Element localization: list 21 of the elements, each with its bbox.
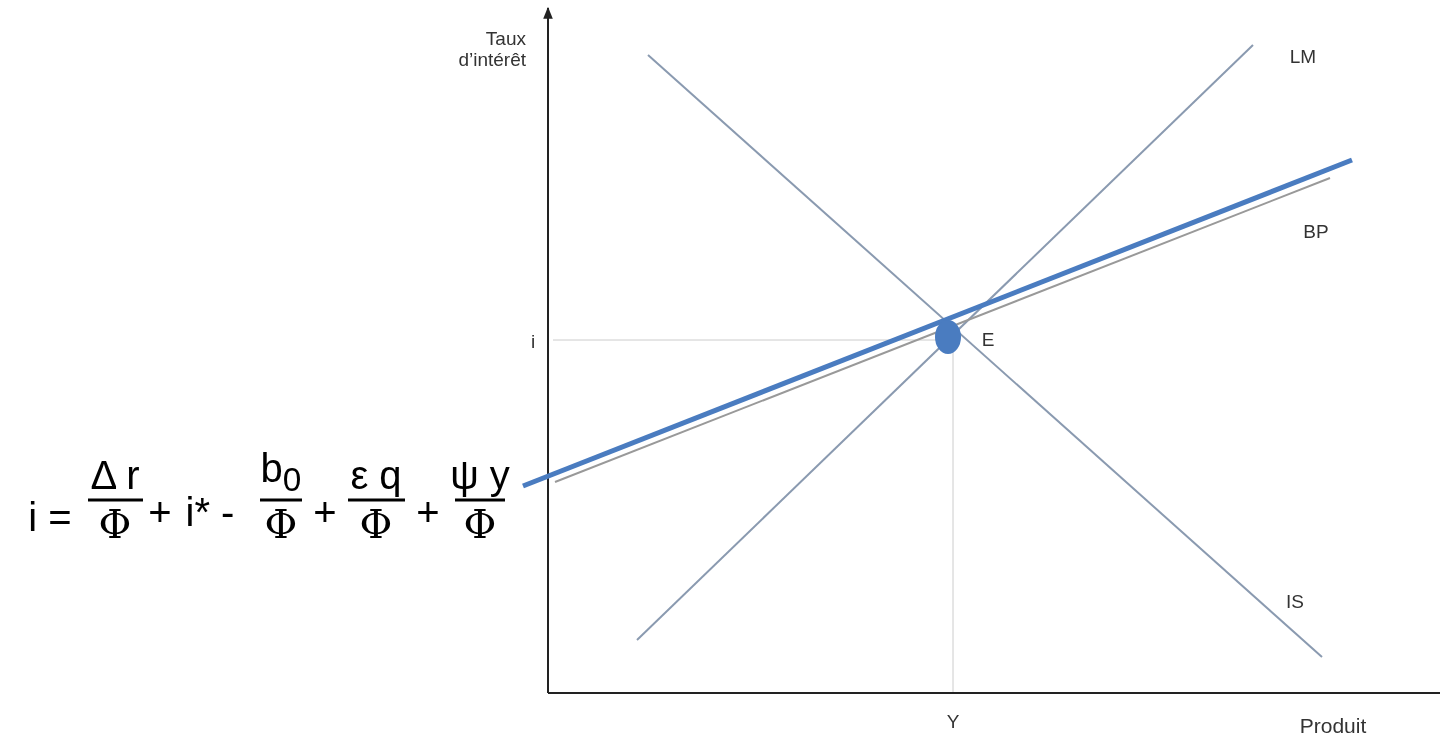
formula-operator: +: [313, 490, 337, 534]
formula-denominator: Φ: [463, 502, 497, 546]
formula-denominator: Φ: [264, 502, 298, 546]
axis-tick-label: i: [530, 331, 536, 353]
formula-term: i* -: [185, 490, 235, 534]
curve-label: IS: [1286, 591, 1304, 613]
formula-numerator: Δ r: [90, 453, 140, 497]
formula-denominator: Φ: [98, 502, 132, 546]
curve-label: LM: [1289, 46, 1317, 68]
formula-numerator: ψ y: [450, 453, 510, 497]
point-label: E: [981, 329, 995, 351]
formula-numerator: ε q: [350, 453, 402, 497]
formula-operator: +: [416, 490, 440, 534]
formula-numerator: b$_{0}$: [260, 445, 302, 499]
axis-title: Taux d’intérêt: [457, 29, 526, 71]
curve-label: BP: [1303, 221, 1329, 243]
axis-title: Produit: [1299, 714, 1367, 738]
formula-operator: +: [148, 490, 172, 534]
axis-tick-label: Y: [946, 711, 960, 733]
formula-term: i =: [28, 495, 72, 539]
formula-denominator: Φ: [359, 502, 393, 546]
